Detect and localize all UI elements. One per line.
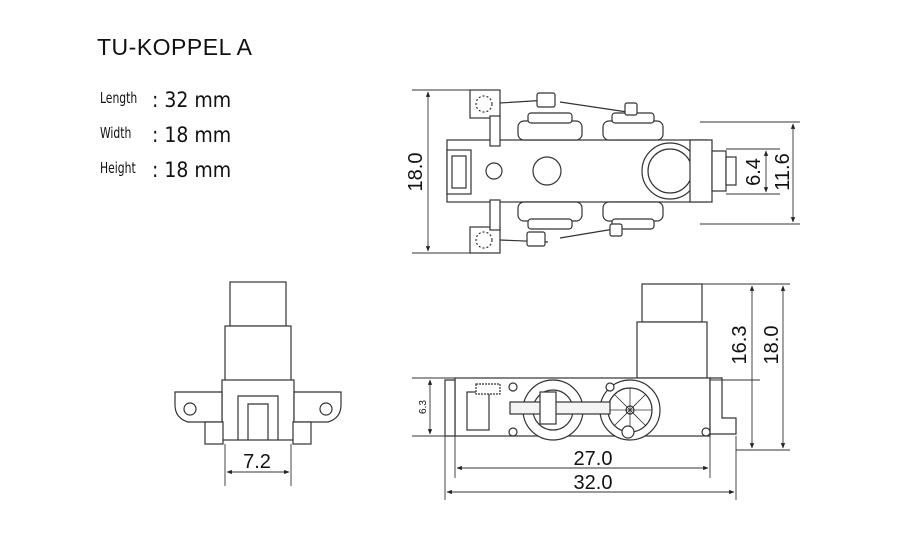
spec-value: : 18 mm [152, 123, 232, 147]
top-view-dimension-lines [412, 89, 800, 254]
dim-side-small-label: 6.3 [418, 400, 429, 414]
dim-coupler-small-label: 6.4 [743, 158, 765, 186]
spec-width: Width : 18 mm [100, 123, 231, 147]
spec-label: Height [100, 159, 136, 177]
front-view [174, 281, 342, 445]
dim-length-inner-label: 27.0 [574, 448, 613, 470]
dim-front-width-label: 7.2 [243, 451, 271, 473]
dim-side-mid-label: 16.3 [729, 326, 751, 365]
spec-length: Length : 32 mm [100, 88, 231, 112]
dim-coupler-large-label: 11.6 [772, 153, 794, 190]
spec-value: : 18 mm [152, 158, 232, 182]
spec-label: Length [100, 89, 138, 107]
spec-label: Width [100, 124, 132, 142]
product-title: TU-KOPPEL A [97, 34, 253, 60]
front-view-dimension-lines [224, 444, 292, 486]
spec-height: Height : 18 mm [100, 158, 231, 182]
dim-top-width-label: 18.0 [405, 153, 427, 192]
top-view [446, 89, 737, 254]
side-view [444, 283, 737, 441]
spec-value: : 32 mm [152, 88, 232, 112]
side-view-dimension-lines [412, 283, 790, 500]
dim-length-total-label: 32.0 [574, 472, 613, 494]
dim-side-total-label: 18.0 [761, 326, 783, 365]
